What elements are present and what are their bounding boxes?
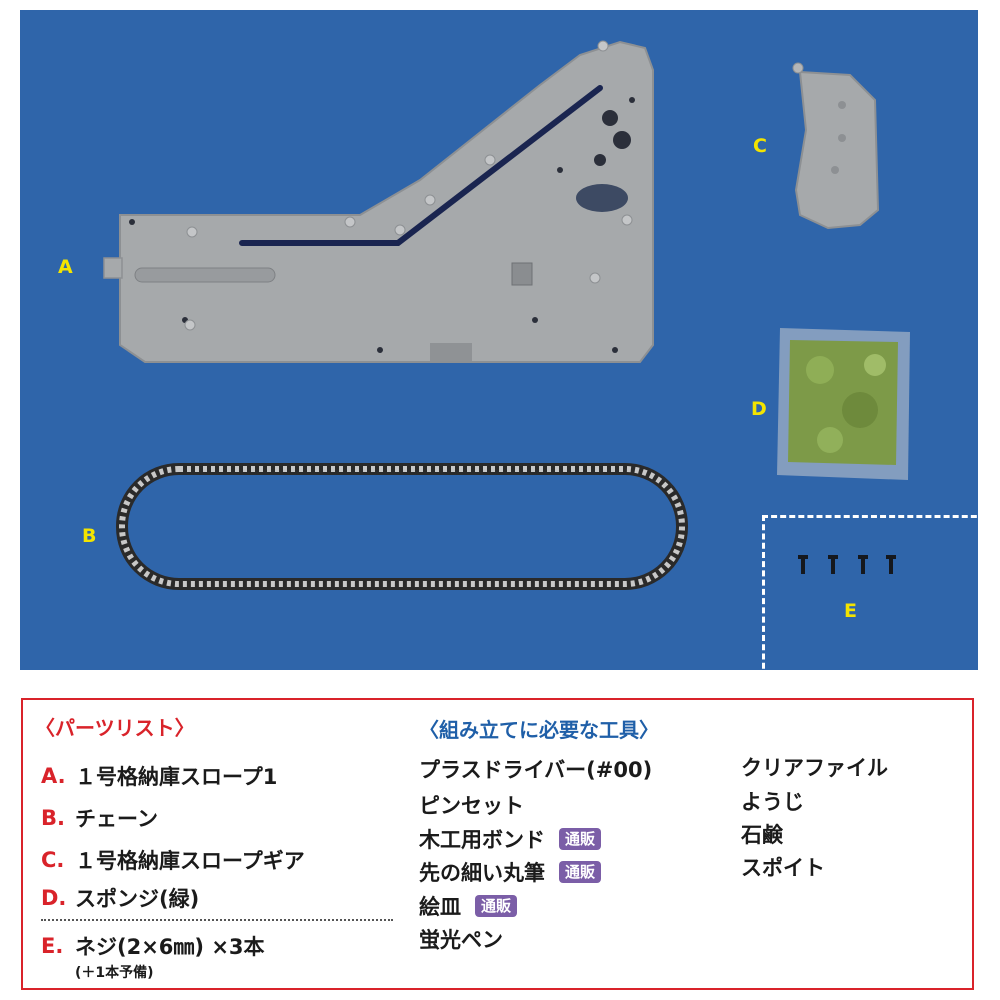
parts-photo: A B C D E [20, 10, 978, 670]
part-letter: D. [41, 886, 67, 910]
part-name: １号格納庫スロープ1 [75, 765, 278, 789]
label-d: D [751, 398, 767, 420]
part-letter: B. [41, 806, 65, 830]
screws-part-e [798, 555, 896, 574]
part-name: チェーン [75, 807, 158, 831]
tool-name: 木工用ボンド [419, 828, 545, 852]
tool-item-2: ピンセット [419, 790, 524, 820]
sponge-bag-part-d [777, 328, 910, 480]
tool-name: 絵皿 [419, 895, 461, 919]
label-c: C [753, 135, 767, 157]
dotted-divider [41, 919, 393, 921]
tool-item-6: 蛍光ペン [419, 924, 503, 954]
tools-heading: 〈組み立てに必要な工具〉 [419, 718, 659, 742]
tool-item-10: スポイト [741, 852, 825, 882]
tool-name: ようじ [741, 790, 804, 814]
part-letter: C. [41, 848, 65, 872]
part-item-e: E. ネジ(2×6㎜) ×3本 [41, 928, 265, 964]
tool-item-1: プラスドライバー(#00) [419, 754, 652, 784]
tool-name: スポイト [741, 856, 825, 880]
label-a: A [58, 256, 73, 278]
mail-order-badge: 通販 [559, 828, 602, 850]
label-b: B [82, 525, 97, 547]
part-letter: E. [41, 934, 64, 958]
mail-order-badge: 通販 [475, 895, 518, 917]
part-item-d: D. スポンジ(緑) [41, 880, 199, 916]
tool-name: 石鹸 [741, 823, 783, 847]
part-item-b: B. チェーン [41, 800, 158, 836]
slope-plate-part-a [103, 40, 654, 363]
gear-cover-part-c [792, 62, 880, 230]
tool-name: クリアファイル [741, 756, 888, 780]
part-letter: A. [41, 764, 66, 788]
tool-item-9: 石鹸 [741, 819, 783, 849]
chain-part-b [116, 463, 688, 590]
tool-name: 蛍光ペン [419, 928, 503, 952]
tool-item-7: クリアファイル [741, 752, 888, 782]
screws-dashed-box [762, 515, 978, 670]
parts-illustration [103, 40, 910, 590]
label-e: E [844, 600, 857, 622]
parts-and-tools-panel: 〈パーツリスト〉 A. １号格納庫スロープ1 B. チェーン C. １号格納庫ス… [21, 698, 974, 990]
part-name: スポンジ(緑) [75, 887, 200, 911]
part-name: ネジ(2×6㎜) ×3本 [75, 935, 265, 959]
tool-item-3: 木工用ボンド 通販 [419, 824, 602, 854]
tool-name: 先の細い丸筆 [419, 861, 545, 885]
mail-order-badge: 通販 [559, 861, 602, 883]
tool-item-5: 絵皿 通販 [419, 891, 518, 921]
tool-name: プラスドライバー(#00) [419, 758, 653, 782]
part-item-c: C. １号格納庫スロープギア [41, 842, 305, 878]
part-name: １号格納庫スロープギア [75, 849, 305, 873]
tool-item-8: ようじ [741, 786, 804, 816]
part-item-a: A. １号格納庫スロープ1 [41, 758, 277, 794]
tool-item-4: 先の細い丸筆 通販 [419, 857, 602, 887]
tool-name: ピンセット [419, 794, 524, 818]
parts-list-heading: 〈パーツリスト〉 [35, 716, 195, 740]
part-e-note: (＋1本予備) [75, 965, 154, 981]
